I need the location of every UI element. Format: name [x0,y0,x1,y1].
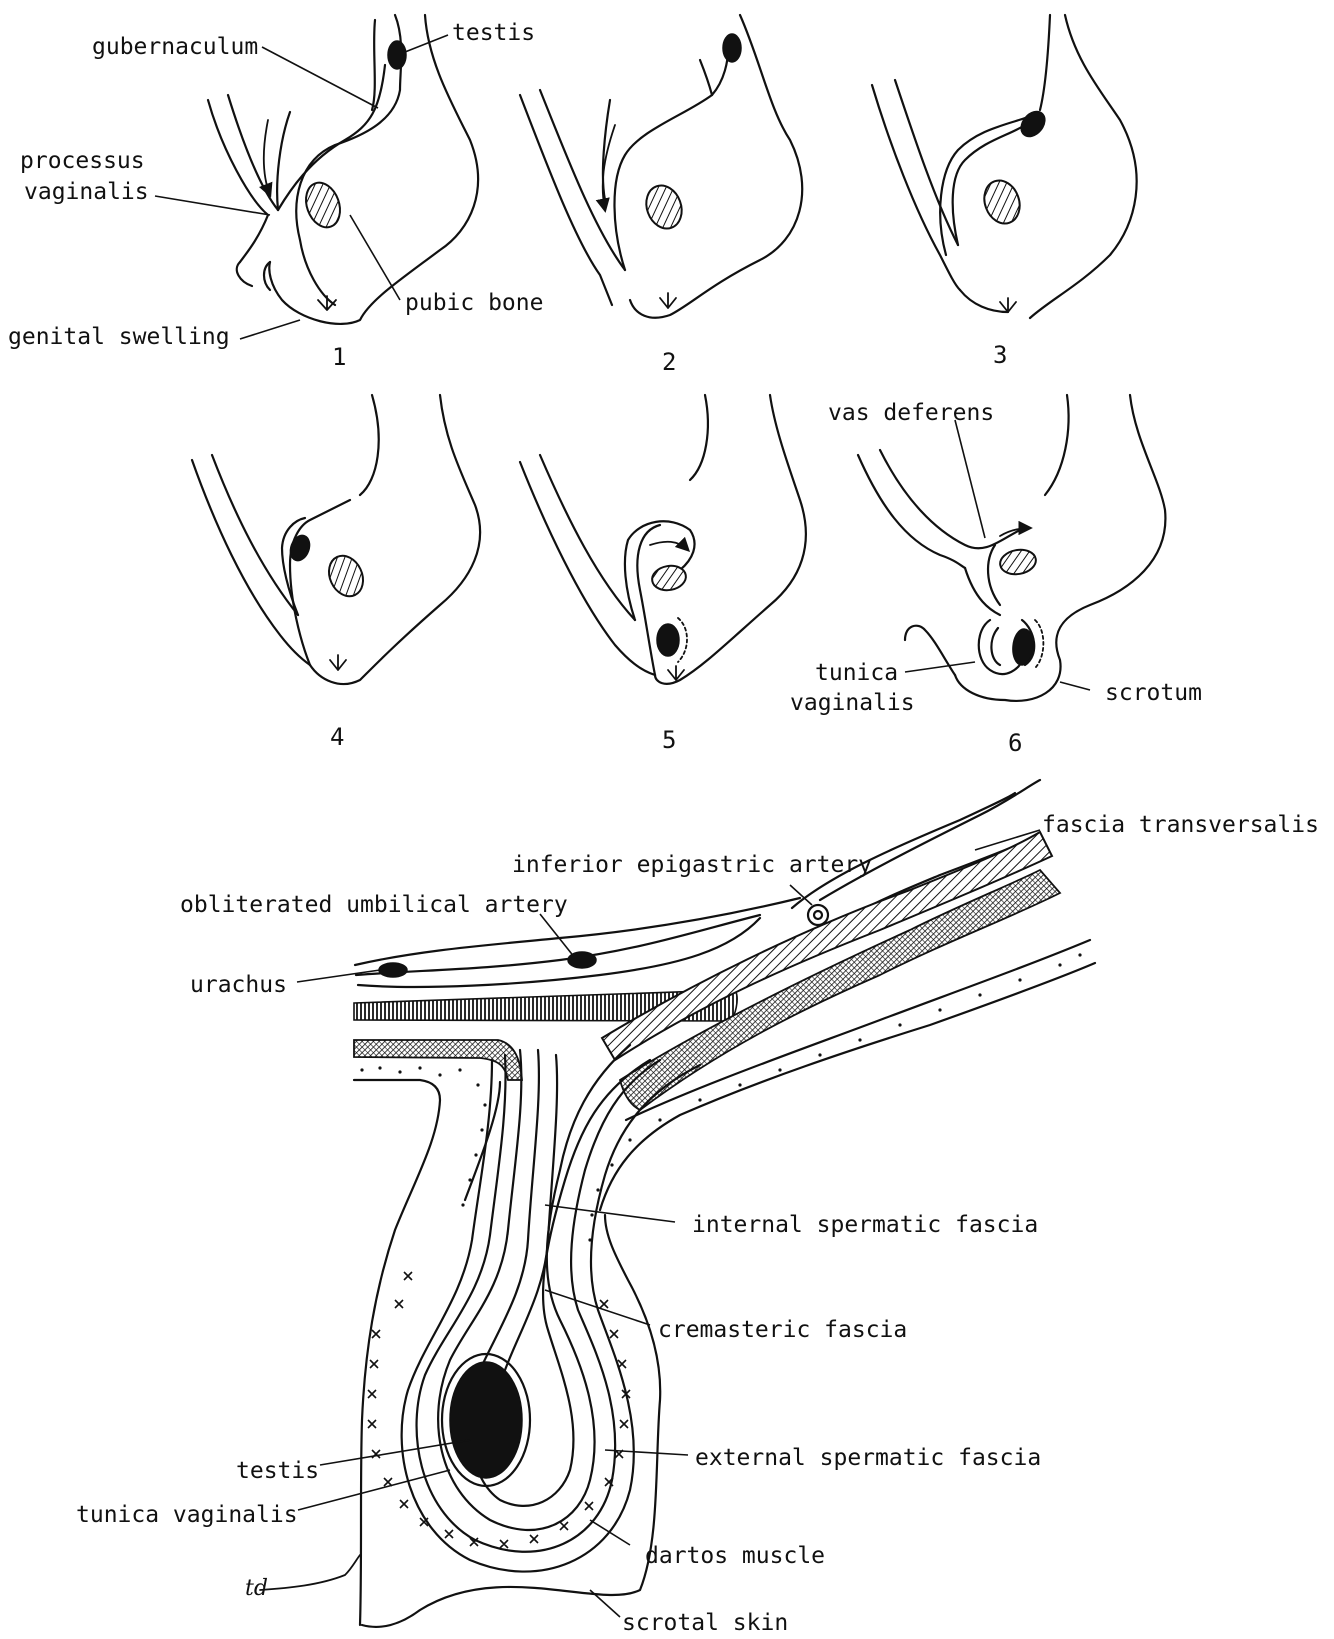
label-testis-bottom: testis [236,1458,319,1484]
label-urachus: urachus [190,972,287,998]
label-cremasteric: cremasteric fascia [658,1317,907,1343]
label-vas-deferens: vas deferens [828,400,994,426]
label-tunica-top-2: vaginalis [790,690,915,716]
stage-5-drawing [518,393,807,685]
label-inferior-epigastric: inferior epigastric artery [512,852,872,878]
stage-number-1: 1 [332,343,346,371]
label-pubic-bone: pubic bone [405,290,543,316]
stage-number-2: 2 [662,348,676,376]
stage-3-drawing [870,13,1138,320]
label-gubernaculum: gubernaculum [92,34,258,60]
stage-number-4: 4 [330,723,344,751]
inguinal-canal-cross-section [259,778,1097,1628]
stage-4-drawing [190,393,482,686]
label-processus-1: processus [20,148,145,174]
leader-lines [154,34,1091,1618]
label-tunica-top-1: tunica [815,660,898,686]
label-testis-top: testis [452,20,535,46]
label-tunica-bottom: tunica vaginalis [76,1502,298,1528]
label-external-spermatic: external spermatic fascia [695,1445,1041,1471]
stage-6-drawing [856,393,1167,703]
stage-number-6: 6 [1008,729,1022,757]
label-fascia-transversalis: fascia transversalis [1042,812,1319,838]
label-scrotum: scrotum [1105,680,1202,706]
label-dartos: dartos muscle [645,1543,825,1569]
artist-signature: td [245,1576,268,1601]
label-scrotal-skin: scrotal skin [622,1610,788,1636]
stage-2-drawing [518,13,804,319]
label-genital-swelling: genital swelling [8,324,230,350]
label-processus-2: vaginalis [24,179,149,205]
dartos-x-marks [367,1271,631,1549]
label-obliterated-umbilical: obliterated umbilical artery [180,892,568,918]
stage-number-3: 3 [993,341,1007,369]
stage-1-drawing [206,13,480,325]
label-internal-spermatic: internal spermatic fascia [692,1212,1038,1238]
stipple-dots [360,953,1082,1242]
stage-number-5: 5 [662,726,676,754]
